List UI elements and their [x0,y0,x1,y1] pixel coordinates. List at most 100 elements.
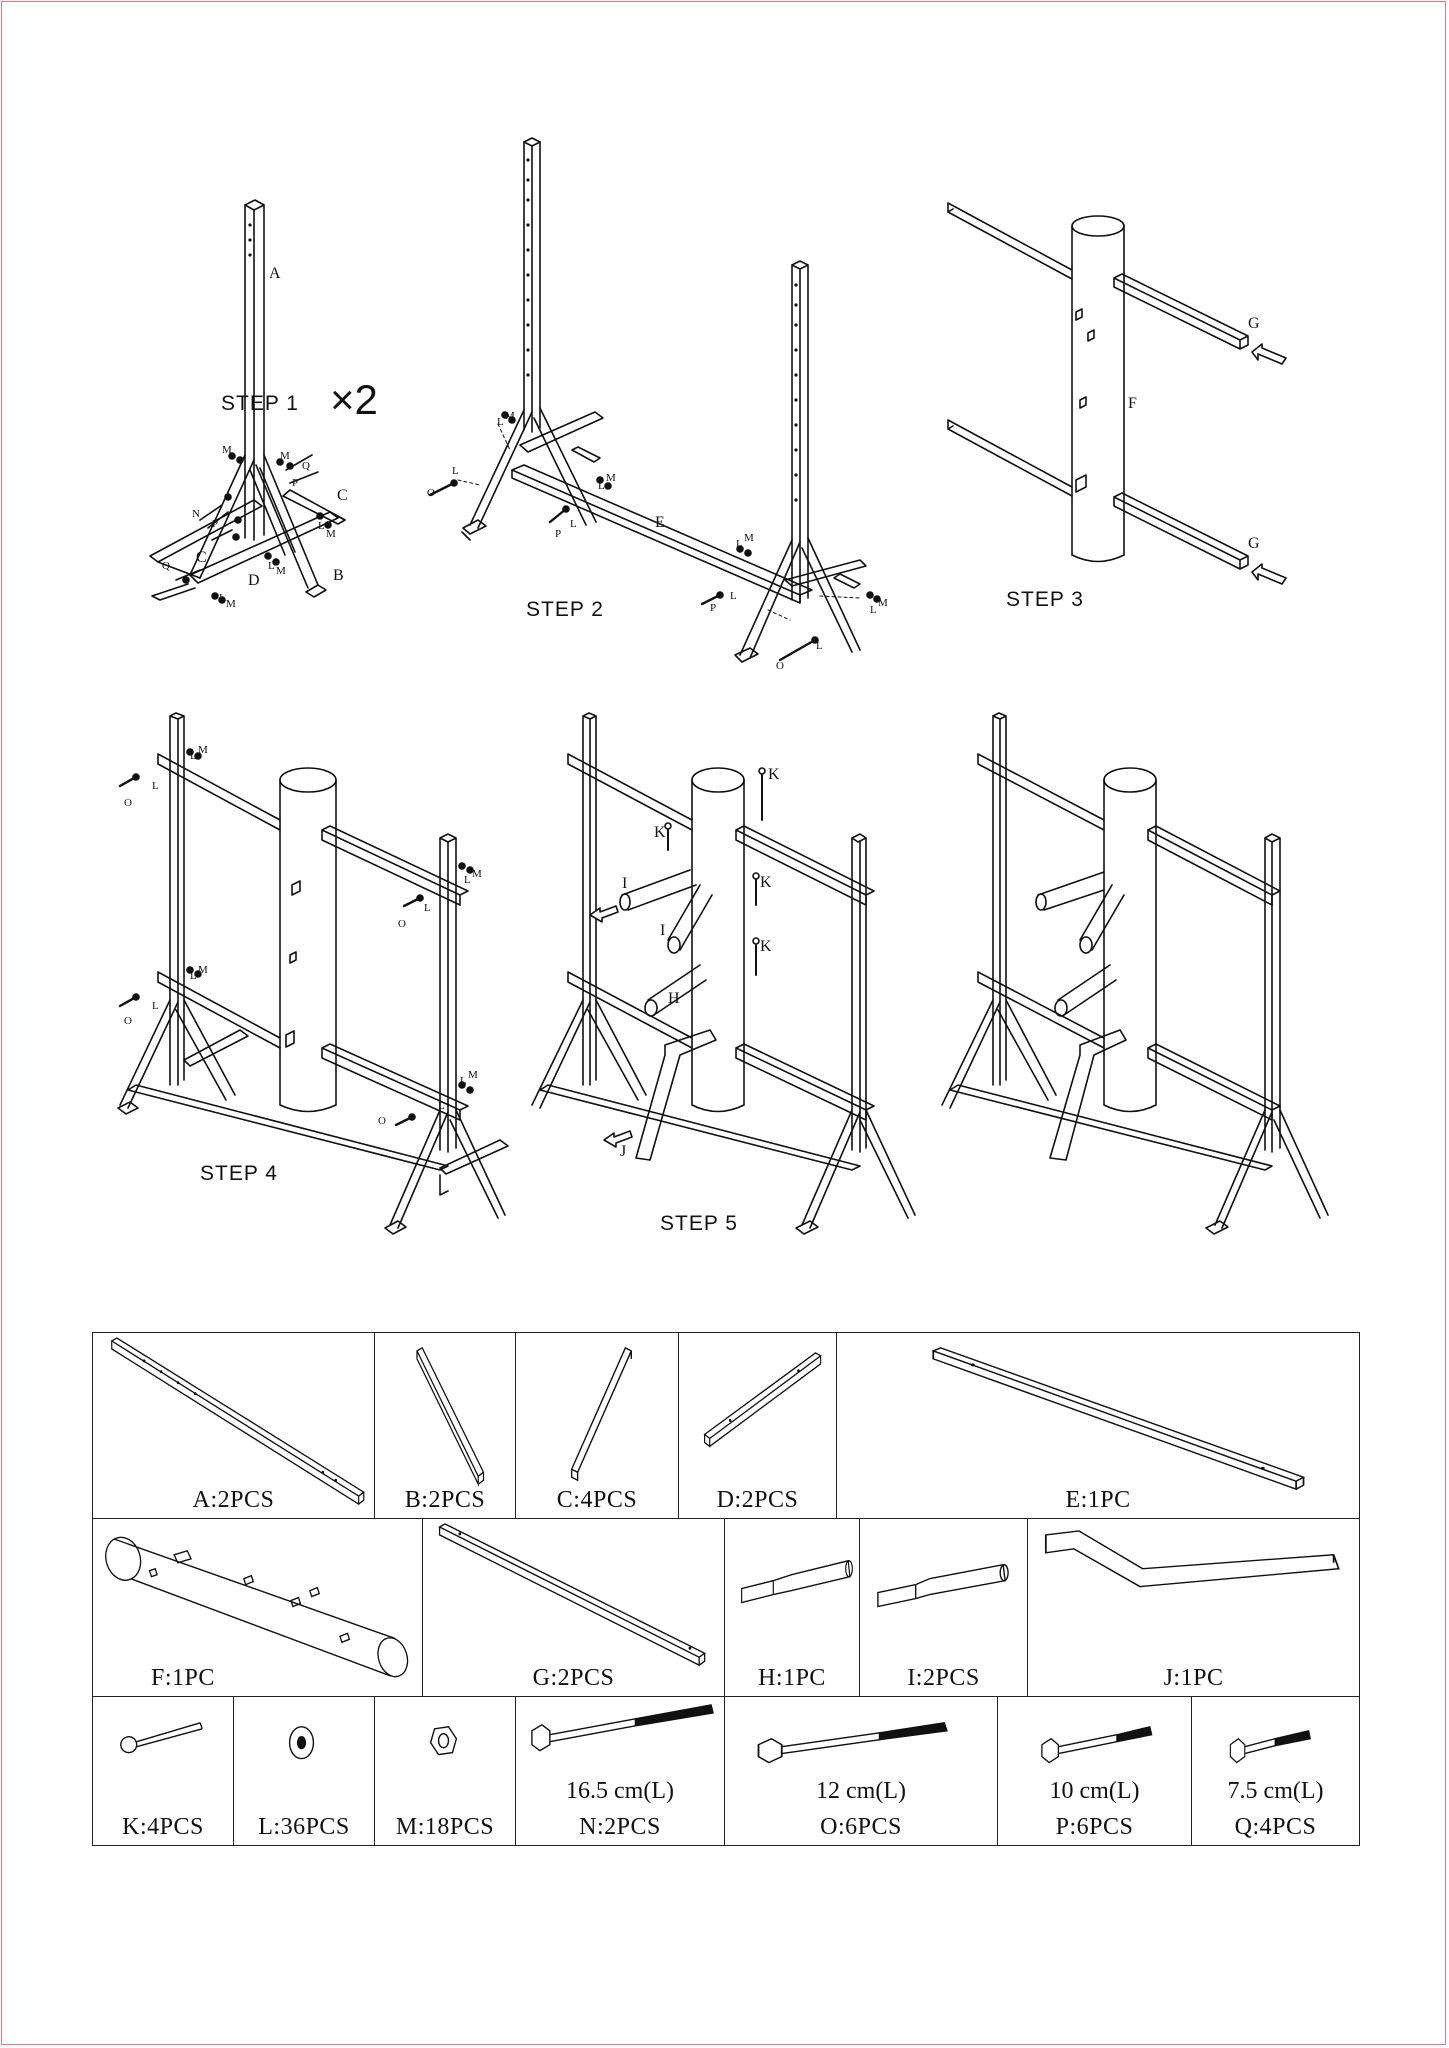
part-label-o: O:6PCS [820,1814,902,1840]
part-f-image [105,1536,409,1678]
step5-title: STEP 5 [660,1212,738,1235]
callout-m-3: M [226,598,236,610]
callout-m-2: M [280,450,290,462]
callout-p-4: P [710,602,717,614]
callout-l-17: L [152,1000,159,1012]
part-b-image [416,1346,485,1487]
part-j-image [1044,1530,1340,1588]
callout-i-2: I [660,922,666,939]
callout-l-14: L [464,874,471,886]
step4-title: STEP 4 [200,1162,278,1185]
part-length-q: 7.5 cm(L) [1227,1778,1324,1804]
part-cell-i: I:2PCS [859,1518,1028,1697]
step1-multiplier: ×2 [330,376,378,423]
part-q-image [1229,1729,1311,1764]
callout-l-19: L [438,1100,445,1112]
callout-p-2: P [292,477,299,489]
part-e-image [931,1347,1306,1491]
step4-assembly-drawing [118,713,508,1234]
part-cell-c: C:4PCS [515,1332,679,1519]
part-cell-q: 7.5 cm(L) Q:4PCS [1190,1696,1361,1846]
part-p-image [1041,1725,1153,1764]
callout-m-4: M [276,565,286,577]
callout-m-5: M [326,528,336,540]
callout-l-18: L [460,1075,467,1087]
callout-l-15: L [424,902,431,914]
callout-l-2: L [268,560,275,572]
callout-l-9: L [730,590,737,602]
callout-l-4: L [497,416,504,428]
callout-m-7: M [606,472,616,484]
part-length-p: 10 cm(L) [1049,1778,1140,1804]
callout-c-1: C [337,487,348,504]
callout-h: H [668,990,680,1007]
part-label-a: A:2PCS [192,1487,275,1513]
callout-l-3: L [318,520,325,532]
part-cell-n: 16.5 cm(L) N:2PCS [515,1696,725,1846]
part-label-b: B:2PCS [404,1487,486,1513]
part-m-image [429,1726,458,1756]
part-label-n: N:2PCS [579,1814,661,1840]
callout-q: Q [162,560,170,572]
part-label-d: D:2PCS [716,1487,799,1513]
callout-m-6: M [505,410,515,422]
step1-frame-drawing [150,200,345,603]
callout-m-10: M [198,744,208,756]
callout-o-5: O [124,1015,132,1027]
callout-e: E [655,514,665,531]
callout-d: D [248,572,260,589]
part-label-k: K:4PCS [122,1814,204,1840]
step2-title: STEP 2 [526,598,604,621]
callout-f: F [1128,395,1137,412]
part-label-h: H:1PC [758,1665,826,1691]
callout-l-1: L [219,592,226,604]
callout-g-1: G [1248,315,1260,332]
part-a-image [110,1337,365,1506]
callout-j: J [620,1143,627,1160]
callout-o-2: O [776,660,784,672]
part-label-f: F:1PC [151,1665,215,1691]
part-d-image [703,1352,822,1448]
part-label-q: Q:4PCS [1234,1814,1317,1840]
callout-n: N [192,508,200,520]
parts-list-table: A:2PCS B:2PCS C:4PCS D:2PCS [92,1332,1361,1846]
part-cell-g: G:2PCS [422,1518,725,1697]
part-cell-b: B:2PCS [374,1332,516,1519]
callout-k-3: K [760,874,772,891]
part-label-e: E:1PC [1065,1487,1131,1513]
callout-g-2: G [1248,535,1260,552]
callout-q-2: Q [302,460,310,472]
part-label-l: L:36PCS [258,1814,350,1840]
part-k-image [120,1722,203,1754]
part-label-p: P:6PCS [1055,1814,1134,1840]
callout-k-2: K [654,824,666,841]
part-h-image [741,1559,853,1604]
callout-o-6: O [378,1115,386,1127]
step2-frame-drawing [430,138,880,662]
callout-m-9: M [878,597,888,609]
parts-row-3: K:4PCS L:36PCS M:18PCS 16.5 cm(L) N:2PCS [92,1696,1361,1846]
callout-l-7: L [570,518,577,530]
part-cell-k: K:4PCS [92,1696,234,1846]
part-g-image [438,1523,706,1667]
part-i-image [877,1563,1009,1608]
callout-p-3: P [555,528,562,540]
callout-m-8: M [744,532,754,544]
step5-assembly-drawing-b [942,713,1328,1234]
part-label-j: J:1PC [1163,1665,1224,1691]
callout-m-1: M [222,444,232,456]
parts-row-1: A:2PCS B:2PCS C:4PCS D:2PCS [92,1332,1361,1519]
callout-o-3: O [124,797,132,809]
part-label-m: M:18PCS [395,1814,495,1840]
part-cell-m: M:18PCS [374,1696,516,1846]
part-n-image [531,1704,714,1752]
part-cell-d: D:2PCS [678,1332,837,1519]
part-cell-o: 12 cm(L) O:6PCS [724,1696,998,1846]
callout-o-1: O [427,487,435,499]
callout-o-4: O [398,918,406,930]
part-cell-e: E:1PC [835,1332,1361,1519]
callout-l-8: L [736,538,743,550]
part-label-c: C:4PCS [556,1487,638,1513]
callout-k-1: K [768,766,780,783]
